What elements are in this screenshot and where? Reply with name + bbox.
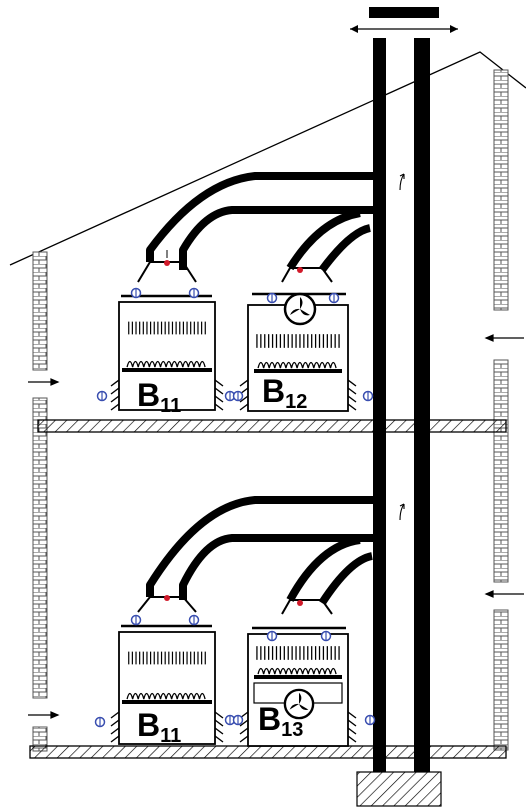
draft-arrows bbox=[399, 173, 405, 521]
boiler-lower-left: B11 bbox=[94, 595, 224, 747]
label-lower-right-sub: 13 bbox=[281, 719, 303, 741]
label-upper-right-main: B bbox=[262, 373, 285, 409]
right-wall bbox=[493, 69, 509, 751]
svg-text:B11: B11 bbox=[137, 377, 181, 417]
boiler-upper-right: B12 bbox=[224, 267, 374, 413]
sensor-dot bbox=[164, 595, 170, 601]
boiler-lower-right: B13 bbox=[224, 599, 376, 747]
sensor-dot bbox=[297, 267, 303, 273]
floor-slabs bbox=[29, 419, 507, 759]
label-lower-right-main: B bbox=[258, 701, 281, 737]
label-upper-right-sub: 12 bbox=[285, 391, 307, 413]
roof bbox=[9, 51, 526, 266]
air-inlet-arrows bbox=[28, 334, 524, 719]
sensor-dot bbox=[297, 600, 303, 606]
label-lower-left-main: B bbox=[137, 707, 160, 743]
label-upper-left-sub: 11 bbox=[160, 395, 181, 417]
svg-text:B11: B11 bbox=[137, 707, 181, 747]
boiler-upper-left: B11 bbox=[96, 250, 224, 417]
lower-flue-ducts bbox=[146, 496, 380, 606]
svg-text:B12: B12 bbox=[262, 373, 307, 413]
left-wall bbox=[32, 251, 48, 752]
label-lower-left-sub: 11 bbox=[160, 725, 181, 747]
upper-flue-ducts bbox=[146, 172, 380, 273]
label-upper-left-main: B bbox=[137, 377, 160, 413]
svg-text:B13: B13 bbox=[258, 701, 303, 741]
chimney bbox=[356, 38, 442, 807]
sensor-dot bbox=[164, 260, 170, 266]
chimney-cap bbox=[350, 7, 458, 33]
